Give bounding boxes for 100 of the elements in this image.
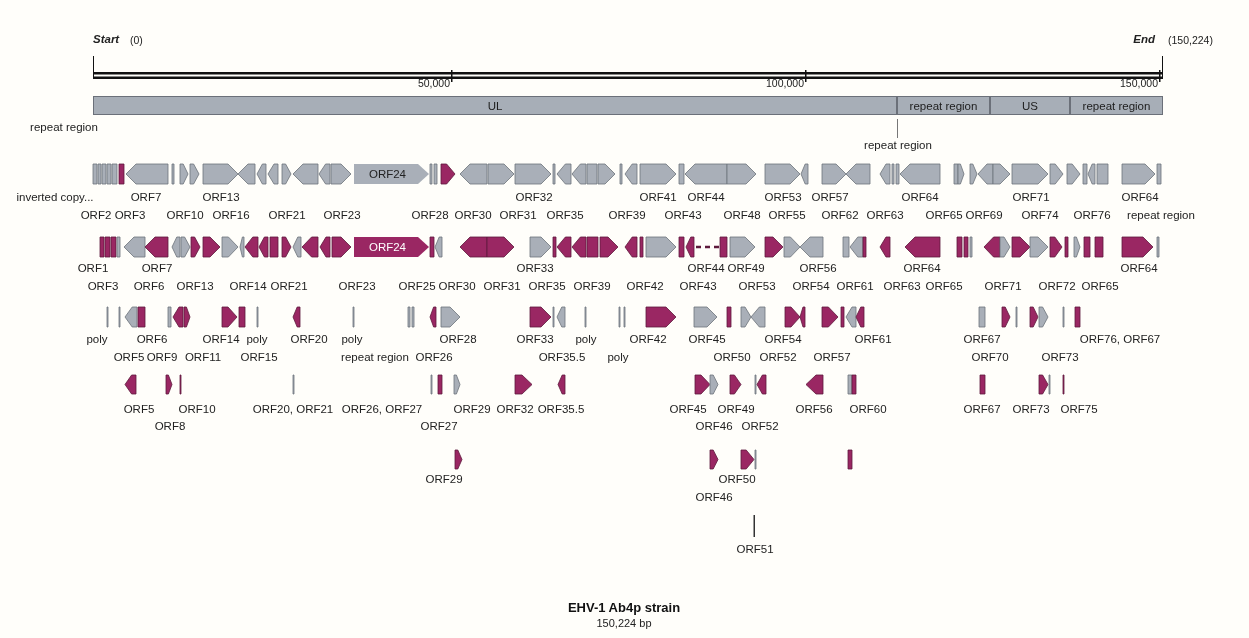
feature-label: ORF43 — [679, 280, 717, 294]
feature-label: ORF1 — [77, 262, 109, 276]
ruler-label: (0) — [130, 33, 143, 47]
gene-feature: ORF24 — [354, 237, 429, 257]
feature-label: ORF7 — [130, 191, 162, 205]
feature-label: ORF49 — [727, 262, 765, 276]
feature-label: ORF25 — [398, 280, 436, 294]
feature-label: ORF56 — [799, 262, 837, 276]
feature-label: ORF50 — [718, 473, 756, 487]
feature-label: ORF57 — [813, 351, 851, 365]
feature-label: ORF65 — [925, 280, 963, 294]
feature-label: ORF14 — [229, 280, 267, 294]
feature-label: ORF27 — [420, 420, 458, 434]
feature-label: ORF64 — [901, 191, 939, 205]
feature-label: ORF20 — [290, 333, 328, 347]
feature-label: ORF44 — [687, 191, 725, 205]
feature-label: ORF35 — [528, 280, 566, 294]
feature-label: ORF39 — [608, 209, 646, 223]
feature-label: ORF49 — [717, 403, 755, 417]
feature-label: ORF29 — [453, 403, 491, 417]
feature-label: ORF31 — [499, 209, 537, 223]
feature-label: ORF30 — [454, 209, 492, 223]
feature-label: ORF6 — [136, 333, 168, 347]
feature-label: repeat region — [1127, 209, 1195, 223]
ruler-label: 150,000 — [1120, 76, 1158, 90]
feature-label: ORF21 — [268, 209, 306, 223]
feature-label: ORF54 — [764, 333, 802, 347]
feature-label: poly — [86, 333, 108, 347]
feature-label: ORF60 — [849, 403, 887, 417]
feature-label: ORF63 — [883, 280, 921, 294]
feature-label: ORF76, ORF67 — [1079, 333, 1161, 347]
feature-label: ORF64 — [903, 262, 941, 276]
feature-label: ORF64 — [1121, 191, 1159, 205]
feature-label: ORF46 — [695, 491, 733, 505]
ruler-label: 100,000 — [766, 76, 804, 90]
feature-label: poly — [246, 333, 268, 347]
feature-label: ORF45 — [688, 333, 726, 347]
feature-label: ORF15 — [240, 351, 278, 365]
feature-label: ORF16 — [212, 209, 250, 223]
region-bar: UL — [93, 96, 897, 115]
feature-label: inverted copy... — [16, 191, 94, 205]
feature-label: ORF9 — [146, 351, 178, 365]
feature-label: ORF26 — [415, 351, 453, 365]
feature-label: ORF62 — [821, 209, 859, 223]
feature-label: ORF20, ORF21 — [252, 403, 334, 417]
feature-label: ORF28 — [411, 209, 449, 223]
gene-feature: ORF24 — [354, 164, 429, 184]
feature-label: ORF3 — [87, 280, 119, 294]
feature-label: poly — [607, 351, 629, 365]
feature-label: ORF33 — [516, 333, 554, 347]
feature-label: ORF44 — [687, 262, 725, 276]
feature-label: ORF11 — [184, 351, 222, 365]
feature-label: ORF53 — [764, 191, 802, 205]
feature-label: ORF69 — [965, 209, 1003, 223]
feature-label: ORF73 — [1041, 351, 1079, 365]
feature-label: ORF76 — [1073, 209, 1111, 223]
feature-label: ORF5 — [113, 351, 145, 365]
feature-label: ORF10 — [178, 403, 216, 417]
feature-label: ORF31 — [483, 280, 521, 294]
feature-label: ORF35.5 — [537, 403, 585, 417]
feature-label: ORF73 — [1012, 403, 1050, 417]
feature-label: ORF32 — [515, 191, 553, 205]
feature-label: ORF33 — [516, 262, 554, 276]
feature-label: ORF35.5 — [538, 351, 586, 365]
diagram-caption: 150,224 bp — [596, 617, 652, 629]
feature-label: ORF28 — [439, 333, 477, 347]
feature-label: repeat region — [341, 351, 409, 365]
region-bar: US — [990, 96, 1070, 115]
diagram-title: EHV-1 Ab4p strain — [567, 600, 681, 615]
feature-label: ORF71 — [1012, 191, 1050, 205]
ruler-label: 50,000 — [417, 76, 450, 90]
feature-label: ORF21 — [270, 280, 308, 294]
feature-label: ORF72 — [1038, 280, 1076, 294]
feature-label: ORF64 — [1120, 262, 1158, 276]
feature-label: ORF3 — [114, 209, 146, 223]
feature-label: ORF55 — [768, 209, 806, 223]
feature-label: ORF23 — [338, 280, 376, 294]
feature-label: ORF65 — [925, 209, 963, 223]
feature-label: ORF39 — [573, 280, 611, 294]
feature-label: ORF26, ORF27 — [341, 403, 423, 417]
feature-label: ORF65 — [1081, 280, 1119, 294]
feature-label: ORF61 — [854, 333, 892, 347]
feature-label: ORF42 — [629, 333, 667, 347]
ruler-label: Start — [93, 33, 120, 47]
feature-label: ORF41 — [639, 191, 677, 205]
feature-label: ORF7 — [141, 262, 173, 276]
feature-label: ORF53 — [738, 280, 776, 294]
feature-label: ORF42 — [626, 280, 664, 294]
feature-label: ORF14 — [202, 333, 240, 347]
feature-label: ORF74 — [1021, 209, 1059, 223]
feature-label: ORF48 — [723, 209, 761, 223]
feature-label: ORF5 — [123, 403, 155, 417]
feature-label: ORF35 — [546, 209, 584, 223]
feature-label: ORF71 — [984, 280, 1022, 294]
feature-label: ORF61 — [836, 280, 874, 294]
feature-label: ORF43 — [664, 209, 702, 223]
feature-label: ORF56 — [795, 403, 833, 417]
feature-label: ORF70 — [971, 351, 1009, 365]
feature-label: ORF54 — [792, 280, 830, 294]
feature-label: ORF13 — [202, 191, 240, 205]
